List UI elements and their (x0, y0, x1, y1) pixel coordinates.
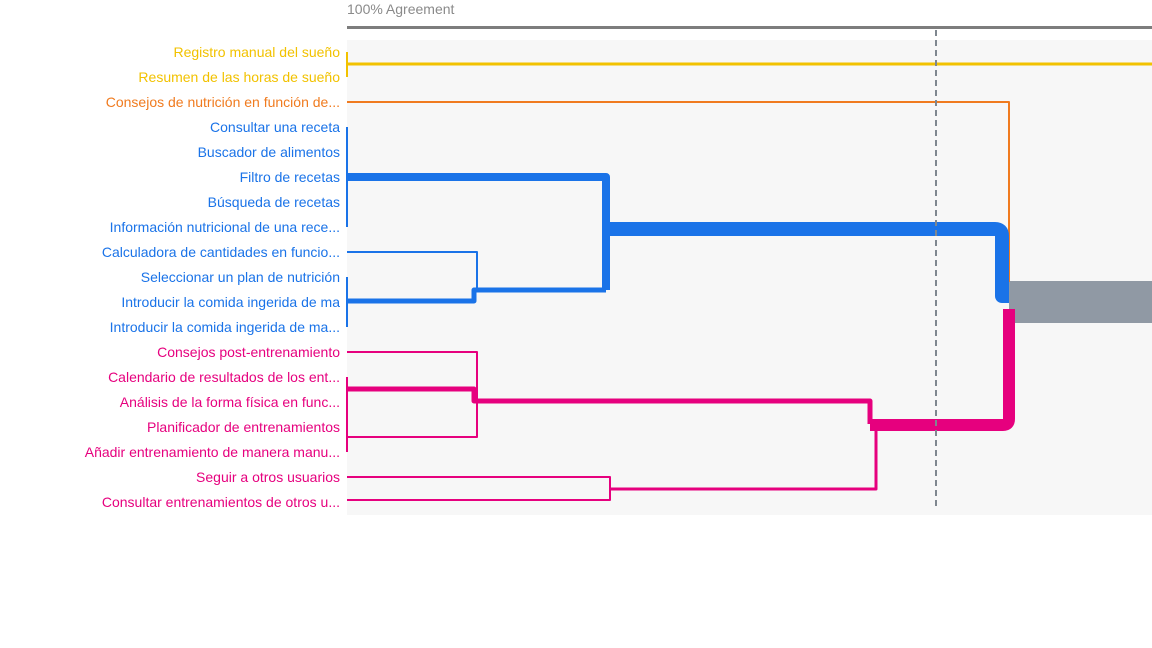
pink-cluster-link (610, 424, 878, 491)
pink-cluster-link (347, 386, 873, 424)
root-trunk (1009, 281, 1152, 323)
pink-cluster-link (347, 351, 478, 438)
item-label[interactable]: Añadir entrenamiento de manera manu... (84, 444, 340, 460)
item-label[interactable]: Consultar una receta (210, 119, 340, 135)
item-label[interactable]: Seguir a otros usuarios (196, 469, 340, 485)
item-label[interactable]: Registro manual del sueño (173, 44, 340, 60)
pink-cluster-link (870, 309, 1015, 431)
item-label[interactable]: Consejos de nutrición en función de... (105, 94, 340, 110)
item-label[interactable]: Consejos post-entrenamiento (157, 344, 340, 360)
blue-cluster-link (347, 251, 478, 290)
blue-cluster-link (347, 173, 610, 290)
item-label[interactable]: Información nutricional de una rece... (109, 219, 340, 235)
pink-cluster-link (347, 476, 611, 501)
blue-cluster-link (347, 287, 606, 304)
item-label[interactable]: Calendario de resultados de los ent... (108, 369, 340, 385)
agreement-axis-label: 100% Agreement (347, 1, 455, 17)
item-label[interactable]: Análisis de la forma física en func... (119, 394, 340, 410)
item-label[interactable]: Búsqueda de recetas (207, 194, 340, 210)
item-label[interactable]: Filtro de recetas (239, 169, 340, 185)
item-label[interactable]: Resumen de las horas de sueño (138, 69, 340, 85)
item-label[interactable]: Planificador de entrenamientos (146, 419, 340, 435)
agreement-axis-line (347, 26, 1152, 29)
blue-cluster-link (606, 222, 1009, 303)
item-label[interactable]: Calculadora de cantidades en funcio... (101, 244, 340, 260)
item-label[interactable]: Buscador de alimentos (197, 144, 340, 160)
item-label[interactable]: Introducir la comida ingerida de ma... (109, 319, 340, 335)
item-label[interactable]: Introducir la comida ingerida de ma (121, 294, 340, 310)
dendrogram-plot-area (347, 40, 1152, 515)
orange-item-link (347, 101, 1010, 282)
item-label[interactable]: Seleccionar un plan de nutrición (140, 269, 340, 285)
dendrogram-links (346, 52, 1152, 501)
item-label[interactable]: Consultar entrenamientos de otros u... (101, 494, 340, 510)
